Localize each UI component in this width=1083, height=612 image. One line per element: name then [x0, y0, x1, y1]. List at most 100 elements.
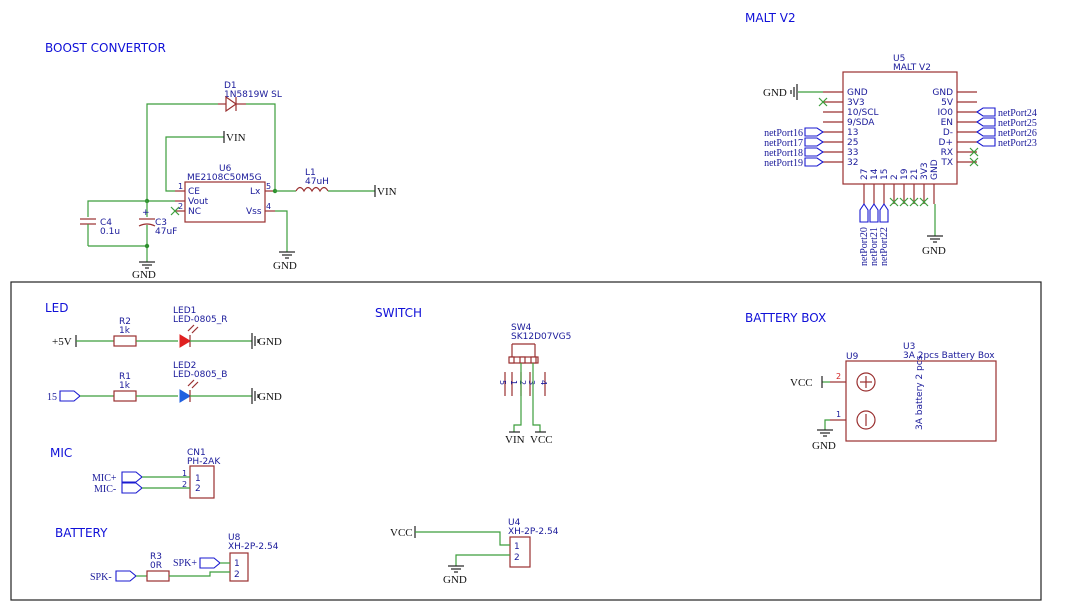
u4-value: XH-2P-2.54 — [508, 527, 559, 537]
net-gnd-led2: GND — [258, 391, 282, 403]
u6-pin1-num: 1 — [178, 182, 183, 191]
u5-bottom-pin-label: 2 — [890, 174, 900, 180]
svg-text:2: 2 — [182, 480, 187, 489]
title-mic: MIC — [50, 446, 72, 460]
u5-left-pin-label: GND — [847, 88, 868, 98]
u5-right-pin-label: D- — [943, 128, 953, 138]
u6-body — [184, 181, 266, 223]
net-5v: +5V — [52, 336, 72, 348]
r1-value: 1k — [119, 381, 131, 391]
u6-pin2-num: 2 — [178, 202, 183, 211]
sw4-pin2: 2 — [518, 380, 527, 385]
net-vin-switch: VIN — [505, 434, 525, 446]
spk-minus-port — [115, 570, 137, 582]
cn1-pin1: 1 — [195, 474, 201, 484]
u8-value: XH-2P-2.54 — [228, 542, 279, 552]
battery-plus-terminal — [856, 372, 876, 392]
r2-resistor — [113, 335, 137, 347]
battery-block: U8 XH-2P-2.54 1 2 SPK+ SPK- R3 0R — [90, 533, 279, 583]
wire-ce-vin — [165, 136, 224, 186]
u5-bottom-pin-label: 3V3 — [920, 162, 930, 180]
net-vcc-battery: VCC — [790, 377, 813, 389]
boost-convertor-block: D1 1N5819W SL VIN U6 ME2108C50M5G 1 2 5 … — [80, 81, 397, 281]
sw4-value: SK12D07VG5 — [511, 332, 571, 342]
spk-plus-port — [199, 557, 221, 569]
u5-value: MALT V2 — [893, 63, 931, 73]
battery-box-text: 3A battery 2 pcs — [915, 355, 925, 430]
led-block: +5V R2 1k LED1 LED-0805_R GND 15 R1 1k L… — [47, 306, 282, 404]
u8-body — [229, 552, 249, 582]
u5-right-netport-label: netPort25 — [998, 118, 1037, 129]
net-vin-top: VIN — [226, 132, 246, 144]
u5-bottom-pin-label: 19 — [900, 168, 910, 180]
l1-value: 47uH — [305, 177, 329, 187]
u8-pin1: 1 — [234, 559, 240, 569]
title-switch: SWITCH — [375, 306, 422, 320]
mic-minus-port — [121, 482, 143, 494]
battery-pin2: 2 — [836, 372, 841, 381]
u5-left-pin-label: 10/SCL — [847, 108, 879, 118]
u5-right-netport — [976, 137, 996, 147]
u5-right-pin-label: EN — [941, 118, 953, 128]
led2-value: LED-0805_B — [173, 370, 227, 380]
u6-pin-ce: CE — [188, 187, 200, 197]
net-vcc-conn: VCC — [390, 527, 413, 539]
u5-right-pin-label: IO0 — [938, 108, 954, 118]
u6-ref: U6 — [219, 164, 232, 174]
led2-symbol — [179, 389, 191, 403]
svg-text:+: + — [142, 208, 150, 218]
c4-ref: C4 — [100, 218, 112, 228]
u5-left-netport-label: netPort18 — [764, 148, 803, 159]
u4-pin1: 1 — [514, 542, 520, 552]
battery-box-block: U9 U3 3A 2pcs Battery Box 3A battery 2 p… — [790, 342, 997, 452]
led1-value: LED-0805_R — [173, 315, 228, 325]
u5-bottom-netport-label: netPort22 — [879, 227, 890, 266]
u6-pin5-num: 5 — [266, 182, 271, 191]
net-gnd-boost-left: GND — [132, 269, 156, 281]
u6-pin-vss: Vss — [246, 207, 262, 217]
net-spk-plus: SPK+ — [173, 558, 197, 569]
u5-bottom-pin-label: 27 — [860, 169, 870, 180]
r2-ref: R2 — [119, 317, 131, 327]
net-vcc-switch: VCC — [530, 434, 553, 446]
u3-value: 3A 2pcs Battery Box — [903, 351, 995, 361]
u4-ref: U4 — [508, 518, 521, 528]
u6-value: ME2108C50M5G — [187, 173, 262, 183]
net-gnd-battery: GND — [812, 440, 836, 452]
u5-left-netport — [804, 127, 824, 137]
u5-right-pin-label: GND — [932, 88, 953, 98]
u9-ref: U9 — [846, 352, 859, 362]
u5-bottom-netport — [879, 203, 889, 223]
net-gnd-boost-right: GND — [273, 260, 297, 272]
u4-pin2: 2 — [514, 553, 520, 563]
u6-pin-nc: NC — [188, 207, 201, 217]
net-gnd-malt: GND — [763, 87, 787, 99]
u8-ref: U8 — [228, 533, 241, 543]
d1-diode-symbol — [225, 95, 238, 113]
u5-left-pin-label: 33 — [847, 148, 858, 158]
wire-c4-top — [87, 200, 147, 217]
u5-bottom-pin-label: 21 — [910, 169, 920, 180]
mic-plus-port — [121, 471, 143, 483]
u5-bottom-pin-label: 15 — [880, 169, 890, 180]
u5-right-pin-label: 5V — [941, 98, 954, 108]
net-15-port — [59, 390, 81, 402]
u5-right-netport-label: netPort23 — [998, 138, 1037, 149]
u5-right-netport-label: netPort26 — [998, 128, 1037, 139]
u5-right-pin-label: RX — [941, 148, 953, 158]
title-boost-convertor: BOOST CONVERTOR — [45, 41, 166, 55]
u5-body — [842, 71, 958, 185]
battery-pin1: 1 — [836, 410, 841, 419]
led1-ref: LED1 — [173, 306, 196, 316]
r3-ref: R3 — [150, 552, 162, 562]
cn1-pin2: 2 — [195, 484, 201, 494]
switch-block: SW4 SK12D07VG5 5 1 2 3 4 VIN VCC — [498, 323, 571, 446]
net-gnd-conn: GND — [443, 574, 467, 586]
